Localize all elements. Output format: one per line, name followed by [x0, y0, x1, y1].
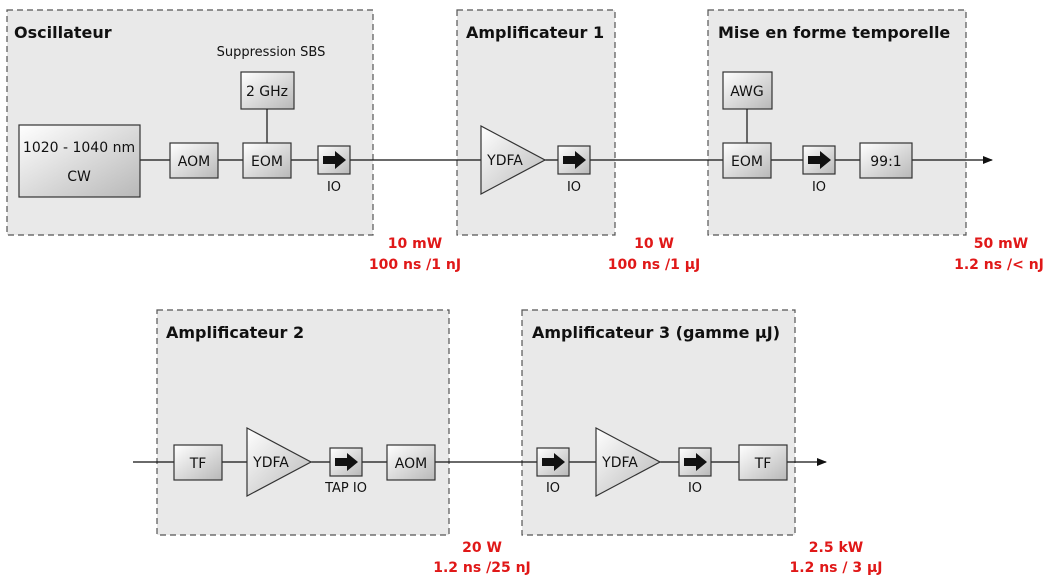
eom-label-shaping: EOM: [731, 154, 763, 170]
metric-pulse-1: 100 ns /1 nJ: [369, 257, 461, 273]
cw-laser-wavelength: 1020 - 1040 nm: [23, 140, 135, 156]
metric-pulse-4: 1.2 ns /25 nJ: [433, 560, 531, 576]
aom-label-amp2: AOM: [395, 456, 427, 472]
stage-title-amplifier-2: Amplificateur 2: [166, 323, 304, 342]
stage-title-amplifier-1: Amplificateur 1: [466, 23, 604, 42]
awg-block: [722, 71, 773, 110]
metric-pulse-2: 100 ns /1 µJ: [608, 257, 701, 273]
aom-block: [169, 142, 219, 179]
ydfa-amplifier-3: [595, 427, 662, 497]
cw-laser-source: [18, 124, 141, 198]
isolator-label-amp2: TAP IO: [324, 481, 367, 496]
ydfa-label-3: YDFA: [601, 455, 638, 471]
stage-title-temporal-shaping: Mise en forme temporelle: [718, 23, 950, 42]
metric-power-5: 2.5 kW: [809, 540, 863, 556]
stage-box-oscillator: [6, 9, 374, 236]
aom-label: AOM: [178, 154, 210, 170]
stage-box-amplifier-1: [456, 9, 616, 236]
metric-power-2: 10 W: [634, 236, 674, 252]
filter-block-amp3: [738, 444, 788, 481]
metric-pulse-3: 1.2 ns /< nJ: [954, 257, 1044, 273]
stage-box-temporal-shaping: [707, 9, 967, 236]
isolator-label-oscillator: IO: [327, 180, 341, 195]
rf-source-label: 2 GHz: [246, 84, 288, 100]
isolator-arrow-icon: [808, 151, 831, 169]
metric-power-4: 20 W: [462, 540, 502, 556]
metric-power-3: 50 mW: [974, 236, 1028, 252]
isolator-label-shaping: IO: [812, 180, 826, 195]
filter-block-amp2: [173, 444, 223, 481]
isolator-arrow-icon: [335, 453, 358, 471]
sbs-caption: Suppression SBS: [217, 45, 326, 60]
aom-block-amp2: [386, 444, 436, 481]
isolator-arrow-icon: [563, 151, 586, 169]
ydfa-label-1: YDFA: [486, 153, 523, 169]
isolator-arrow-icon: [684, 453, 707, 471]
isolator-label-amp3-in: IO: [546, 481, 560, 496]
ydfa-amplifier-2: [246, 427, 313, 497]
metric-pulse-5: 1.2 ns / 3 µJ: [790, 560, 883, 576]
metric-power-1: 10 mW: [388, 236, 442, 252]
isolator-arrow-icon: [323, 151, 346, 169]
coupler-block: [859, 142, 913, 179]
cw-laser-mode: CW: [67, 169, 91, 185]
stage-box-amplifier-3: [521, 309, 796, 536]
stage-title-oscillator: Oscillateur: [14, 23, 112, 42]
eom-label-oscillator: EOM: [251, 154, 283, 170]
ydfa-amplifier-1: [480, 125, 547, 195]
filter-label-amp2: TF: [189, 456, 207, 472]
ydfa-label-2: YDFA: [252, 455, 289, 471]
isolator-label-amp3-out: IO: [688, 481, 702, 496]
eom-block-oscillator: [242, 142, 292, 179]
awg-label: AWG: [730, 84, 764, 100]
stage-title-amplifier-3: Amplificateur 3 (gamme µJ): [532, 323, 780, 342]
stage-box-amplifier-2: [156, 309, 450, 536]
isolator-arrow-icon: [542, 453, 565, 471]
coupler-label: 99:1: [870, 154, 901, 170]
eom-block-shaping: [722, 142, 772, 179]
filter-label-amp3: TF: [754, 456, 772, 472]
isolator-label-amp1: IO: [567, 180, 581, 195]
